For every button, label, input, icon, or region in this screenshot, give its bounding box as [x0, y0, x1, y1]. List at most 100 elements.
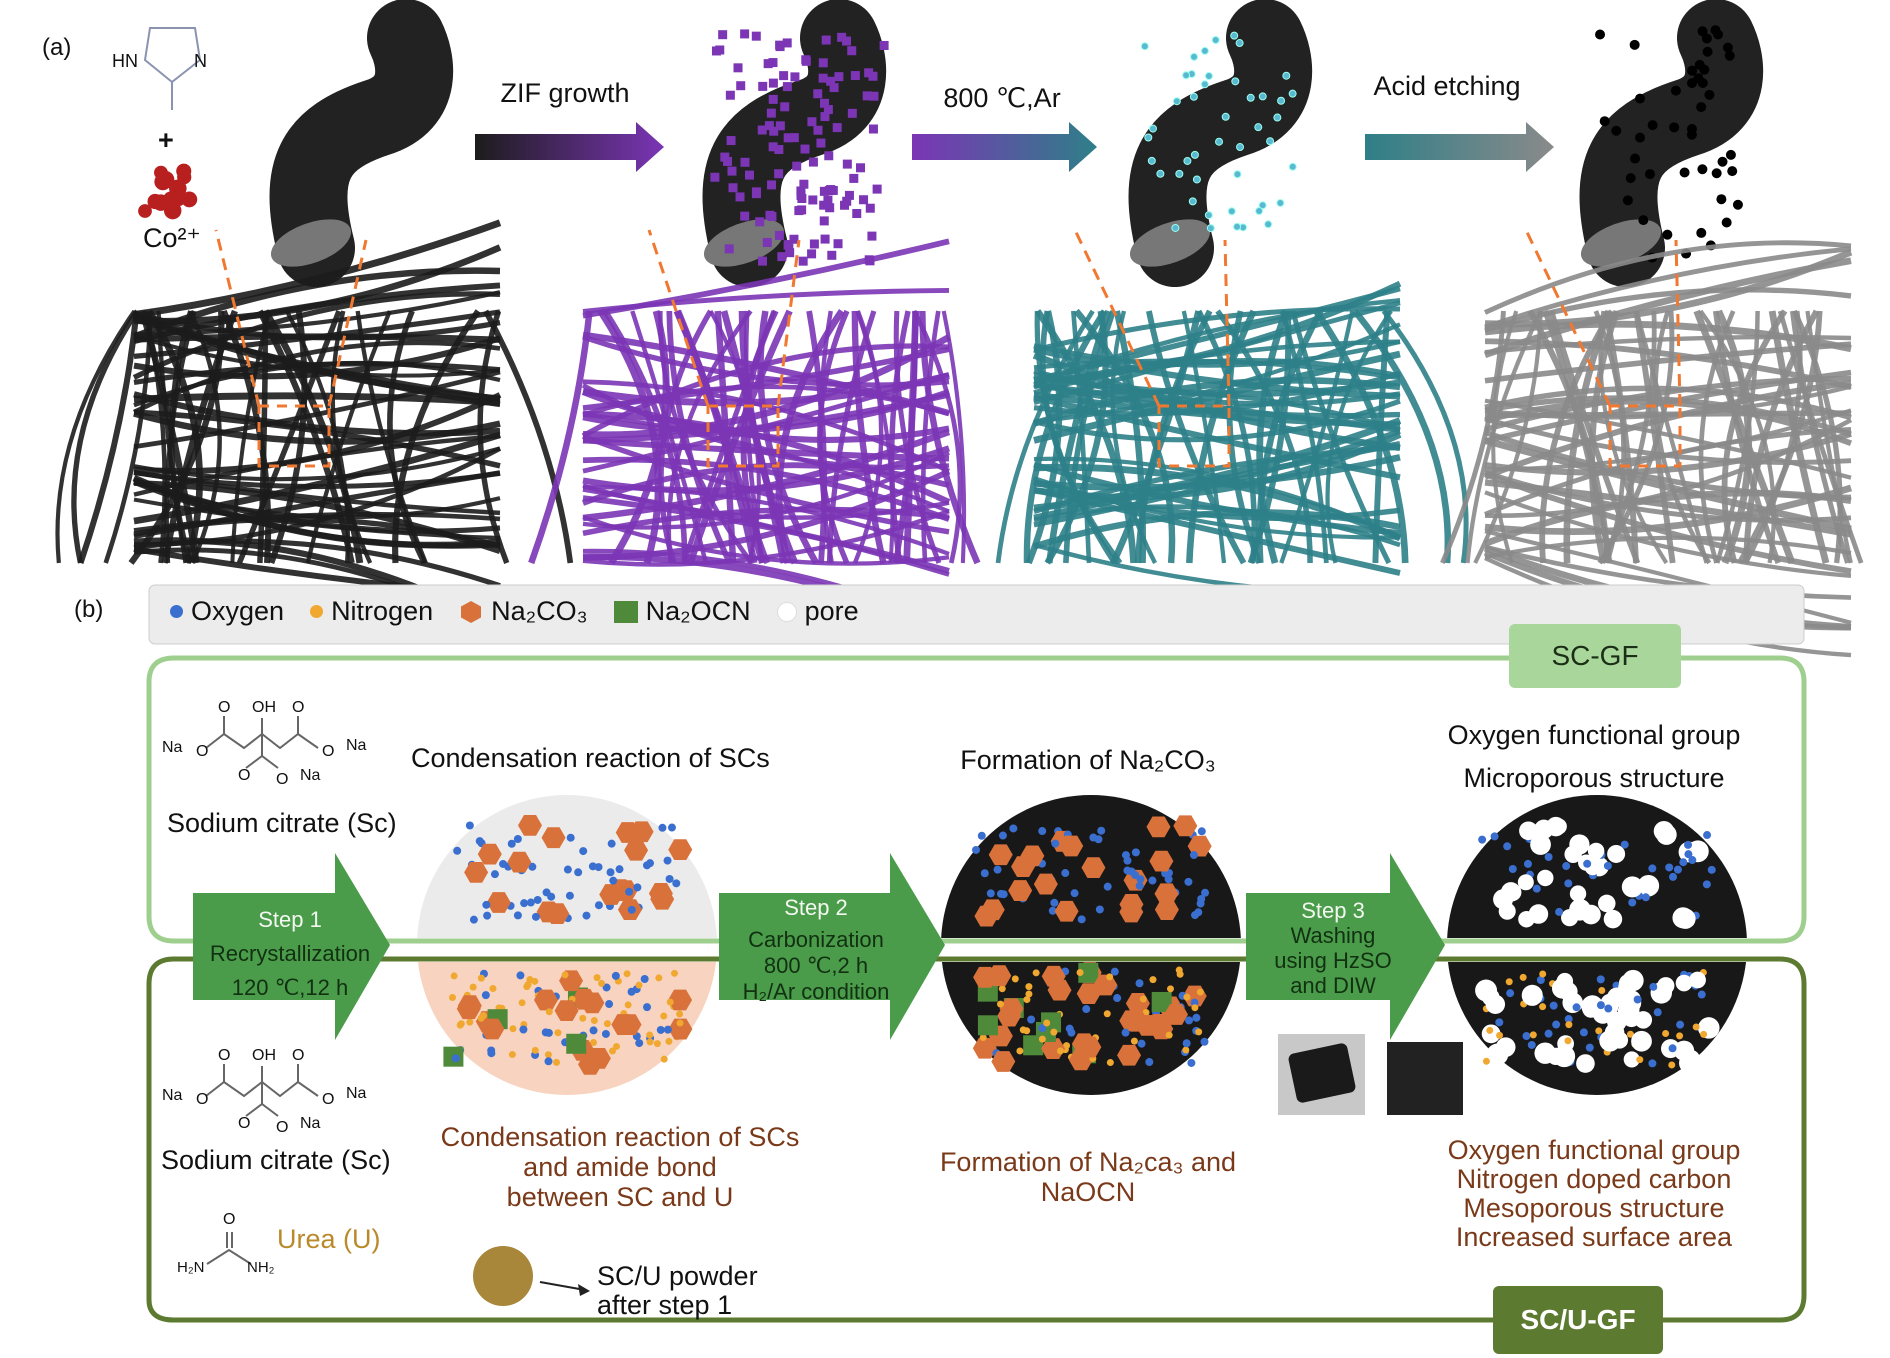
- tube-particle: [816, 138, 826, 148]
- oxygen-atom: [635, 1039, 644, 1048]
- nitrogen-atom: [1142, 1009, 1150, 1017]
- tube-particle: [1697, 26, 1708, 37]
- na2ocn-particle: [1078, 962, 1099, 983]
- oxygen-atom: [565, 891, 574, 900]
- pore: [1656, 824, 1677, 845]
- tube-particle: [821, 35, 831, 45]
- nitrogen-atom: [509, 1025, 517, 1033]
- oxygen-atom: [533, 895, 542, 904]
- nitrogen-atom: [646, 1038, 654, 1046]
- oxygen-atom: [1038, 827, 1047, 836]
- atom-na: Na: [300, 1115, 321, 1132]
- top-stage-circle-1: [417, 795, 717, 938]
- fiber-tube-3: [1128, 0, 1313, 287]
- oxygen-atom: [1061, 869, 1070, 878]
- nitrogen-atom: [1023, 996, 1031, 1004]
- tube-particle: [775, 40, 785, 50]
- zoom-guide-line: [647, 229, 710, 407]
- tube-particle: [775, 121, 785, 131]
- oxygen-atom: [516, 971, 525, 980]
- na2co3-particle: [1033, 873, 1058, 895]
- fiber-strand: [673, 309, 766, 564]
- tube-particle: [1266, 137, 1275, 146]
- step3-title: Step 3: [1301, 898, 1365, 923]
- na2co3-particle: [464, 861, 489, 883]
- oxygen-atom: [588, 862, 597, 871]
- imidazole-n-label: N: [194, 51, 207, 71]
- tube-particle: [1732, 199, 1743, 210]
- powder-caption: SC/U powder after step 1: [597, 1262, 758, 1320]
- nitrogen-atom: [1106, 1059, 1114, 1067]
- tube-particle: [1630, 153, 1641, 164]
- nitrogen-atom: [553, 1058, 561, 1066]
- atom-na: Na: [346, 737, 367, 754]
- tube-particle: [710, 172, 720, 182]
- pore: [1498, 902, 1516, 920]
- pore: [1587, 842, 1605, 860]
- tube-particle: [733, 63, 743, 73]
- oxygen-atom: [1688, 856, 1697, 865]
- pore: [1621, 876, 1643, 898]
- tube-particle: [820, 98, 830, 108]
- oxygen-atom: [611, 971, 620, 980]
- oxygen-atom: [1562, 862, 1571, 871]
- nitrogen-atom: [653, 1040, 661, 1048]
- nitrogen-atom: [1636, 1056, 1644, 1064]
- nitrogen-atom: [979, 1034, 987, 1042]
- oxygen-atom: [451, 1054, 460, 1063]
- arrow-label-carbonization: 800 ℃,Ar: [943, 83, 1061, 113]
- nitrogen-atom: [554, 1029, 562, 1037]
- tube-particle: [768, 142, 778, 152]
- fiber-strand: [582, 428, 951, 522]
- fiber-strand: [1484, 408, 1852, 472]
- fiber-strand: [1483, 240, 1852, 315]
- fiber-mat-2: [528, 238, 981, 631]
- nitrogen-atom: [635, 981, 643, 989]
- tube-particle: [1171, 223, 1180, 232]
- nitrogen-atom: [624, 1001, 632, 1009]
- nitrogen-atom: [1195, 1028, 1203, 1036]
- na2co3-particle: [541, 827, 566, 849]
- zoom-guide-line: [1674, 239, 1682, 407]
- tube-particle: [768, 78, 778, 88]
- tube-particle: [735, 192, 745, 202]
- nitrogen-atom: [1482, 1057, 1490, 1065]
- fiber-strand: [133, 317, 501, 401]
- na2co3-particle: [1146, 816, 1171, 838]
- oxygen-atom: [1038, 1024, 1047, 1033]
- nitrogen-atom: [531, 977, 539, 985]
- tube-particle: [1669, 122, 1680, 133]
- pore: [1623, 1051, 1640, 1068]
- pore: [1622, 1000, 1640, 1018]
- nitrogen-atom: [670, 969, 678, 977]
- oxygen-atom: [1544, 1029, 1553, 1038]
- tube-particle: [777, 252, 787, 262]
- tube-particle: [1670, 85, 1681, 96]
- oxygen-atom: [1536, 975, 1545, 984]
- na2co3-particle: [554, 1000, 579, 1022]
- bottom-stage-circle-1: [417, 962, 717, 1095]
- nitrogen-atom: [1063, 1042, 1071, 1050]
- oxygen-atom: [1048, 906, 1057, 915]
- fiber-strand: [826, 310, 877, 564]
- tube-particle: [808, 195, 818, 205]
- step-arrow-2: [719, 853, 945, 1040]
- tube-particle: [740, 29, 750, 39]
- oxygen-atom: [465, 821, 474, 830]
- urea-o: O: [223, 1211, 236, 1228]
- process-arrow-1: [475, 122, 664, 172]
- fiber-strand: [1034, 310, 1117, 565]
- cobalt-atom: [138, 204, 152, 218]
- fiber-strand: [1737, 310, 1823, 565]
- nitrogen-atom: [450, 972, 458, 980]
- fiber-strand: [133, 511, 501, 533]
- tube-particle: [1211, 36, 1220, 45]
- fiber-strand: [1033, 285, 1401, 383]
- legend-label: Nitrogen: [331, 596, 434, 626]
- fiber-strand: [1046, 309, 1112, 564]
- tube-particle: [774, 169, 784, 179]
- na2co3-particle: [611, 1014, 636, 1035]
- fiber-strand: [919, 310, 981, 565]
- zoom-guide-line: [327, 239, 368, 407]
- step1-line1: Recrystallization: [209, 941, 371, 966]
